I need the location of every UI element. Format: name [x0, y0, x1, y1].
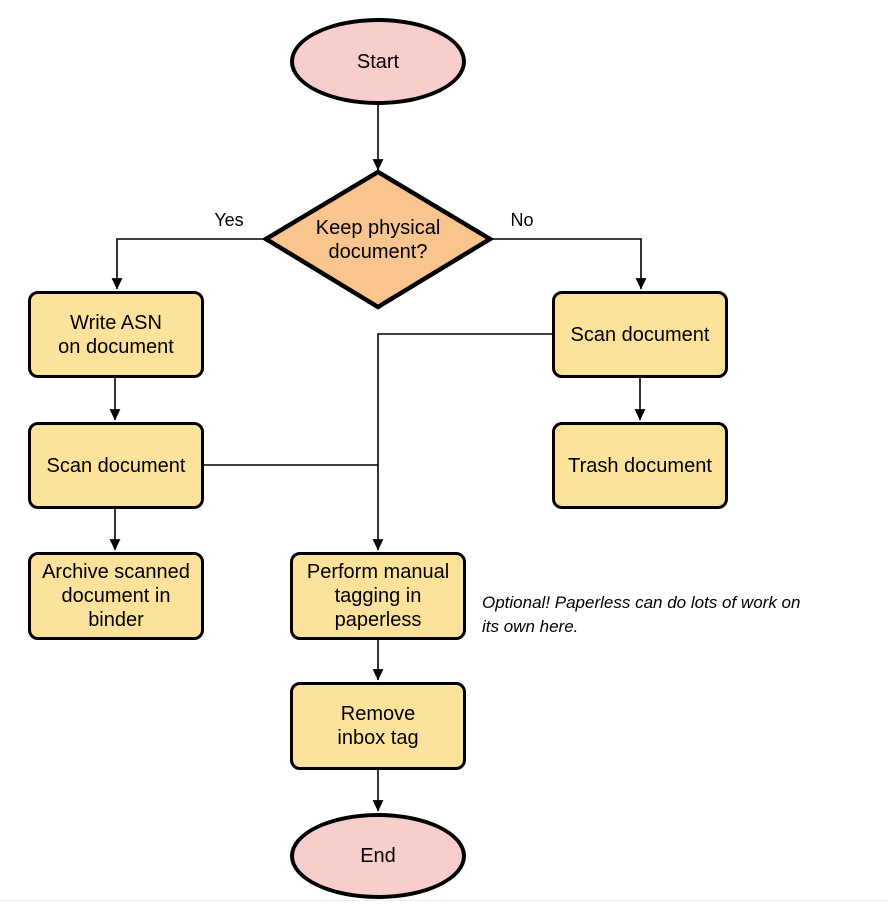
node-start: Start: [290, 18, 466, 105]
annotation-optional-note: Optional! Paperless can do lots of work …: [482, 593, 801, 636]
node-tagging: Perform manual tagging in paperless: [290, 552, 466, 640]
node-remove-inbox: Remove inbox tag: [290, 682, 466, 770]
node-scan-right: Scan document: [552, 291, 728, 378]
node-trash-label: Trash document: [568, 454, 712, 477]
node-trash: Trash document: [552, 422, 728, 509]
node-remove-inbox-label: Remove inbox tag: [337, 703, 419, 749]
node-scan-left: Scan document: [28, 422, 204, 509]
decision-diamond-shape: [261, 169, 495, 310]
edge-decision-yes-to-write-asn: [111, 238, 266, 290]
node-start-label: Start: [356, 50, 400, 73]
node-scan-left-label: Scan document: [46, 454, 186, 477]
node-scan-right-label: Scan document: [570, 323, 710, 346]
edge-label-yes: Yes: [214, 210, 244, 230]
node-write-asn: Write ASN on document: [28, 291, 204, 378]
node-archive: Archive scanned document in binder: [28, 552, 204, 640]
node-end-label: End: [360, 845, 396, 867]
node-archive-label: Archive scanned document in binder: [42, 561, 190, 631]
node-decision-label: Keep physical document?: [315, 216, 441, 263]
node-tagging-label: Perform manual tagging in paperless: [306, 561, 450, 631]
edge-scan-right-to-tagging: [372, 333, 552, 551]
edge-label-no: No: [510, 210, 534, 230]
node-write-asn-label: Write ASN on document: [58, 311, 174, 358]
bottom-divider: [0, 900, 888, 901]
node-decision: Keep physical document?: [266, 172, 490, 307]
edge-decision-no-to-scan-right: [490, 238, 647, 290]
node-end: End: [290, 813, 466, 899]
